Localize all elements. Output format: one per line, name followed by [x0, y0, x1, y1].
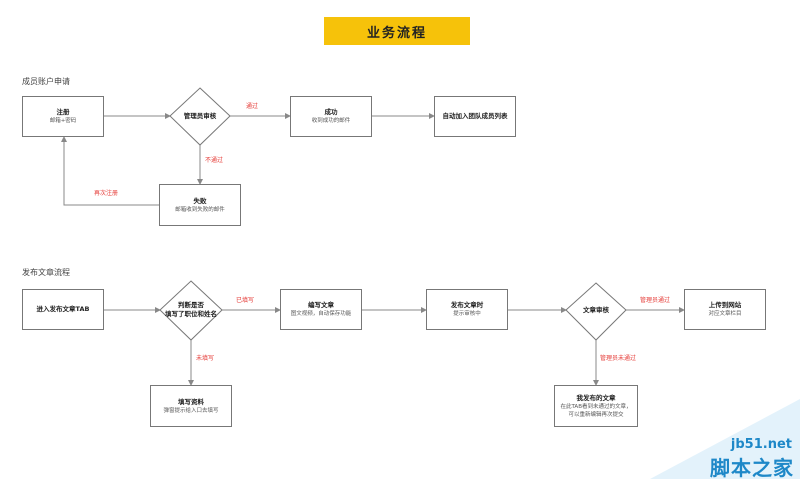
box-register: 注册 邮箱+密码 [22, 96, 104, 137]
watermark-logo: 脚本之家 [710, 456, 794, 480]
success-sub: 收到成功的邮件 [311, 118, 351, 124]
write-title: 编写文章 [308, 301, 334, 309]
fill-info-sub: 弹窗提示给入口去填写 [163, 407, 219, 414]
label-re-register: 再次注册 [94, 190, 119, 197]
box-enter-tab: 进入发布文章TAB [22, 289, 104, 330]
label-pass: 通过 [246, 103, 259, 110]
success-title: 成功 [324, 108, 338, 116]
published-sub: 提示审核中 [453, 311, 481, 317]
box-upload: 上传到网站 对应文章栏目 [684, 289, 766, 330]
box-success: 成功 收到成功的邮件 [290, 96, 372, 137]
box-auto-join: 自动加入团队成员列表 [434, 96, 516, 137]
watermark-corner [650, 399, 800, 479]
title-banner: 业务流程 [324, 17, 470, 45]
diamond-check [159, 280, 223, 341]
register-title: 注册 [56, 108, 70, 116]
label-rejected: 管理员未通过 [600, 355, 637, 362]
enter-tab-title: 进入发布文章TAB [36, 305, 90, 313]
diamond-article-review-label: 文章审核 [583, 305, 609, 314]
diamond-review-label: 管理员审核 [183, 111, 217, 120]
upload-title: 上传到网站 [708, 301, 742, 309]
label-not-filled: 未填写 [196, 355, 215, 362]
failed-title: 失败 [193, 196, 207, 205]
my-articles-title: 我发布的文章 [576, 393, 616, 402]
fill-info-title: 填写资料 [178, 397, 204, 406]
box-write: 编写文章 图文视频，自动保存功能 [280, 289, 362, 330]
label-fail: 不通过 [205, 157, 224, 164]
label-filled: 已填写 [236, 297, 255, 304]
section-label-publish: 发布文章流程 [22, 268, 70, 277]
failed-sub: 邮箱收到失败的邮件 [175, 206, 225, 213]
register-sub: 邮箱+密码 [49, 118, 77, 124]
upload-sub: 对应文章栏目 [708, 311, 742, 317]
box-failed: 失败 邮箱收到失败的邮件 [159, 184, 241, 226]
watermark-url: jb51.net [730, 437, 792, 452]
diamond-review [169, 87, 231, 146]
box-fill-info: 填写资料 弹窗提示给入口去填写 [150, 385, 232, 427]
arrow-failed-register [61, 136, 159, 206]
published-title: 发布文章时 [450, 301, 484, 309]
auto-join-title: 自动加入团队成员列表 [442, 112, 508, 120]
section-label-member: 成员账户申请 [22, 77, 70, 86]
diamond-check-label: 判断是否 填写了职位和姓名 [165, 301, 217, 318]
my-articles-sub: 在此TAB看到未通过的文章，可以重新编辑再次提交 [560, 403, 632, 418]
box-my-articles: 我发布的文章 在此TAB看到未通过的文章，可以重新编辑再次提交 [554, 385, 638, 427]
write-sub: 图文视频，自动保存功能 [290, 311, 352, 317]
label-approved: 管理员通过 [640, 297, 671, 304]
diamond-article-review [565, 282, 627, 341]
box-published: 发布文章时 提示审核中 [426, 289, 508, 330]
